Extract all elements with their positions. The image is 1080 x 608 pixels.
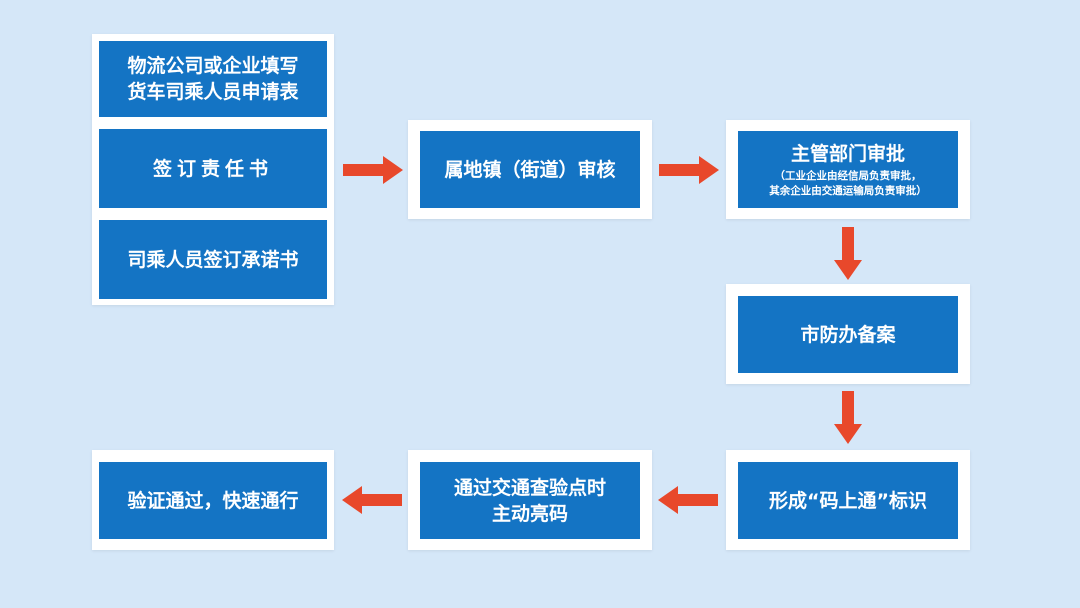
step-sign-responsibility: 签订责任书: [99, 129, 327, 208]
arrow-left-icon: [658, 486, 718, 514]
arrow-down-icon: [834, 227, 862, 280]
arrow-right-icon: [343, 156, 403, 184]
step-town-review: 属地镇（街道）审核: [420, 131, 640, 208]
step-dept-approval-note: （工业企业由经信局负责审批， 其余企业由交通运输局负责审批）: [769, 169, 927, 197]
step-town-review-label: 属地镇（街道）审核: [444, 158, 616, 181]
step-city-record: 市防办备案: [738, 296, 958, 373]
step-sign-pledge: 司乘人员签订承诺书: [99, 220, 327, 299]
step-apply-form-label: 物流公司或企业填写 货车司乘人员申请表: [127, 55, 299, 103]
step-dept-approval: 主管部门审批 （工业企业由经信局负责审批， 其余企业由交通运输局负责审批）: [738, 131, 958, 208]
step-apply-form: 物流公司或企业填写 货车司乘人员申请表: [99, 41, 327, 117]
step-pass: 验证通过，快速通行: [99, 462, 327, 539]
step-checkpoint: 通过交通查验点时 主动亮码: [420, 462, 640, 539]
step-sign-responsibility-label: 签订责任书: [152, 157, 273, 180]
arrow-left-icon: [342, 486, 402, 514]
arrow-right-icon: [659, 156, 719, 184]
step-code-mark-label: 形成“码上通”标识: [769, 489, 927, 512]
step-pass-label: 验证通过，快速通行: [127, 489, 299, 512]
step-sign-pledge-label: 司乘人员签订承诺书: [127, 248, 299, 271]
arrow-down-icon: [834, 391, 862, 444]
step-dept-approval-label: 主管部门审批: [790, 142, 905, 165]
step-code-mark: 形成“码上通”标识: [738, 462, 958, 539]
step-city-record-label: 市防办备案: [800, 323, 896, 346]
step-checkpoint-label: 通过交通查验点时 主动亮码: [453, 476, 606, 525]
